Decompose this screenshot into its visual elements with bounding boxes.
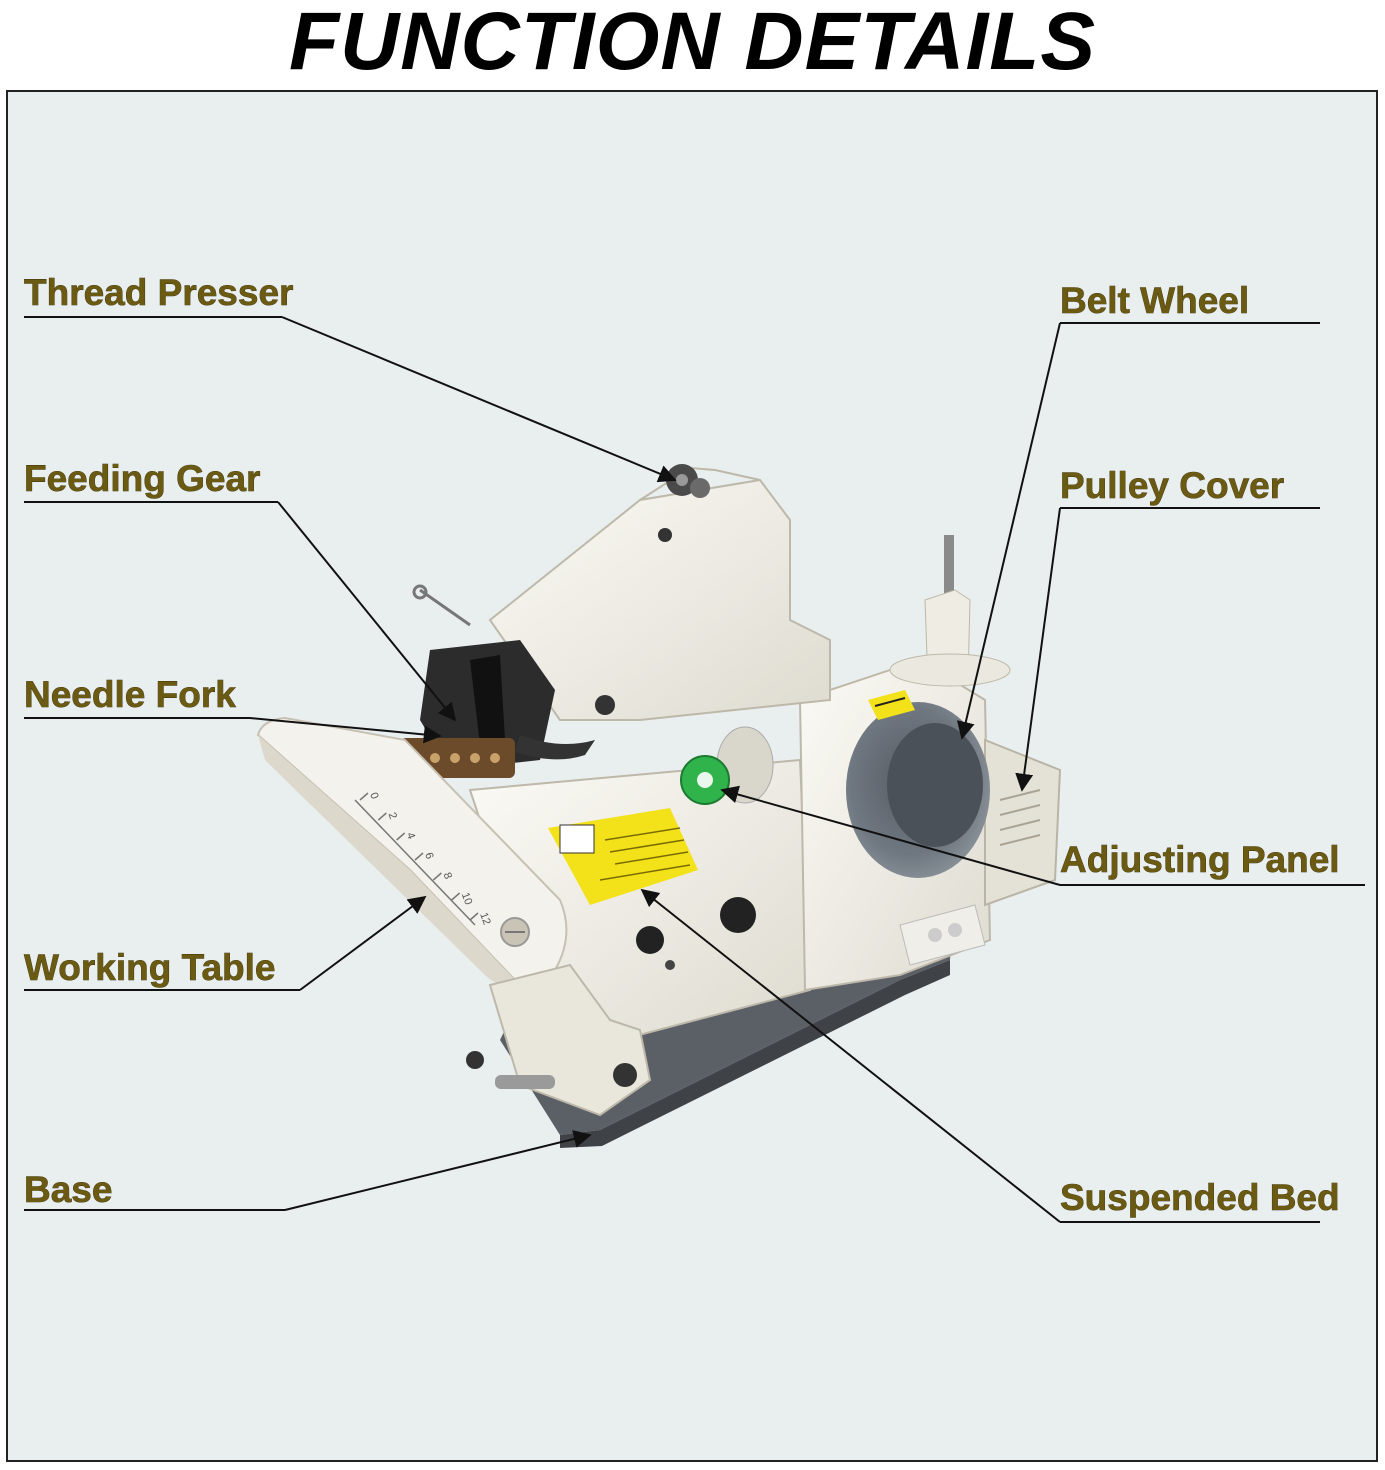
ruler-tick-label: 6 [422,851,435,861]
thread-presser-knob [666,464,710,498]
ruler-tick-mark [359,792,369,801]
ruler-tick-label: 10 [459,891,474,907]
ruler-tick-label: 12 [477,911,492,927]
ruler-tick-mark [432,872,442,881]
ruler-tick-mark [377,812,387,821]
ruler-tick-label: 0 [367,791,380,801]
adjusting-dial [680,726,774,805]
label-needle-fork: Needle Fork [24,674,236,715]
ruler-tick-mark [451,892,461,901]
label-pulley-cover: Pulley Cover [1060,465,1284,506]
label-feeding-gear: Feeding Gear [24,458,260,499]
leader-lines [24,316,1365,1223]
label-working-table: Working Table [24,947,275,988]
pulley-cover-shape [984,738,1062,907]
label-suspended-bed: Suspended Bed [1060,1177,1340,1218]
ruler-tick-mark [396,832,406,841]
ruler-tick-mark [469,912,479,921]
ruler-tick-mark [414,852,424,861]
ruler-tick-label: 8 [441,871,454,881]
label-base: Base [24,1169,112,1210]
ruler-tick-label: 2 [386,811,399,821]
label-thread-presser: Thread Presser [24,272,293,313]
label-belt-wheel: Belt Wheel [1060,280,1249,321]
page-title: FUNCTION DETAILS [288,0,1097,87]
ruler-tick-label: 4 [404,831,417,841]
label-adjusting-panel: Adjusting Panel [1060,839,1340,880]
